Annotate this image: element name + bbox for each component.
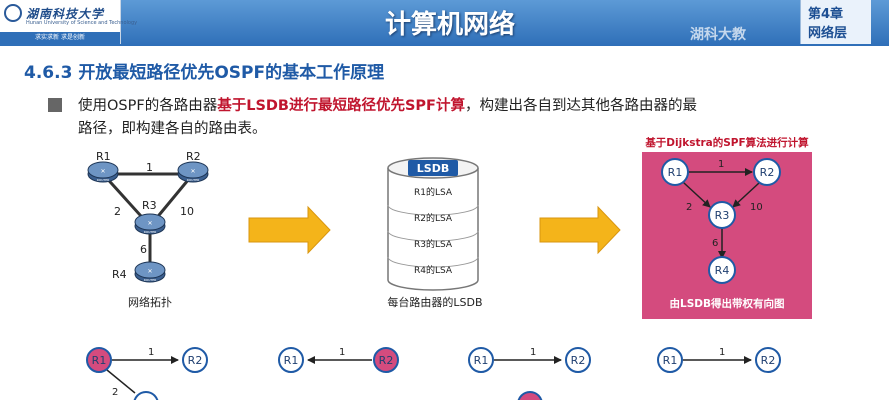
university-name-en: Hunan University of Science and Technolo… <box>26 20 138 26</box>
spf-r3-cost-right: 1 <box>530 347 536 358</box>
dij-node-r3 <box>708 201 736 229</box>
spf-r3-node-r2: R2 <box>571 354 586 367</box>
dij-node-label-r4: R4 <box>715 264 730 277</box>
router-label-r4: R4 <box>112 268 127 281</box>
bullet-text-post: ，构建出各自到达其他各路由器的最 <box>464 98 697 114</box>
router-r3-icon-text: ROUTER <box>144 230 156 234</box>
spf-r4-cost-right: 1 <box>719 347 725 358</box>
router-icon-glyph: ✕ <box>147 268 152 275</box>
spf-r4-node-r2: R2 <box>761 354 776 367</box>
spf-tree-r1: R1 R2 R3 1 2 <box>86 347 208 400</box>
lsdb-entry-r1: R1的LSA <box>414 186 453 198</box>
dij-node-label-r2: R2 <box>760 166 775 179</box>
router-r4-icon-text: ROUTER <box>144 278 156 282</box>
router-r1-icon-text: ROUTER <box>97 178 109 182</box>
link-cost-r3-r4: 6 <box>140 243 147 256</box>
lsdb-entry-r3: R3的LSA <box>414 238 453 250</box>
dij-cost-r1-r2: 1 <box>718 159 724 170</box>
lsdb-title: LSDB <box>417 162 449 175</box>
dij-node-label-r1: R1 <box>668 166 683 179</box>
chapter-box <box>800 0 871 44</box>
spf-tree-r4: R1 R2 1 <box>657 347 781 373</box>
dij-edge-r2-r3 <box>732 175 767 208</box>
dij-node-r4 <box>708 256 736 284</box>
bullet-text-pre: 使用OSPF的各路由器 <box>78 98 218 114</box>
link-cost-r1-r2: 1 <box>146 161 153 174</box>
dij-node-r1 <box>661 158 689 186</box>
dijkstra-caption: 由LSDB得出带权有向图 <box>669 298 785 310</box>
bullet-text-line-1: 使用OSPF的各路由器基于LSDB进行最短路径优先SPF计算，构建出各自到达其他… <box>78 94 697 115</box>
router-label-r2: R2 <box>186 150 201 163</box>
section-title: 4.6.3 开放最短路径优先OSPF的基本工作原理 <box>24 63 385 83</box>
spf-r2-node-r1: R1 <box>284 354 299 367</box>
university-name: 湖南科技大学 <box>26 7 105 21</box>
link-cost-r2-r3: 10 <box>180 205 194 218</box>
router-icon-glyph: ✕ <box>190 168 195 175</box>
spf-r3-node-r1: R1 <box>474 354 489 367</box>
spf-r4-node-r1: R1 <box>663 354 678 367</box>
router-icon-glyph: ✕ <box>147 220 152 227</box>
spf-r1-cost-down: 2 <box>112 387 118 398</box>
header-bar <box>0 0 889 46</box>
dij-node-r2 <box>753 158 781 186</box>
university-motto: 求实求新 求是创新 <box>0 32 120 44</box>
dij-node-label-r3: R3 <box>715 209 730 222</box>
lsdb-database: LSDB R1的LSA R2的LSA R3的LSA R4的LSA <box>387 157 479 291</box>
course-title: 计算机网络 <box>384 10 515 40</box>
router-label-r3: R3 <box>142 199 157 212</box>
watermark: 湖科大教 <box>690 27 746 43</box>
lsdb-caption: 每台路由器的LSDB <box>387 296 483 309</box>
spf-r1-cost-right: 1 <box>148 347 154 358</box>
university-emblem-icon <box>4 4 22 22</box>
router-r4: ✕ ROUTER <box>134 261 166 283</box>
bullet-square-icon <box>48 98 62 112</box>
link-cost-r1-r3: 2 <box>114 205 121 218</box>
spf-r2-root: R2 <box>379 354 394 367</box>
spf-r3-root: R3 <box>523 398 538 400</box>
dijkstra-label: 基于Dijkstra的SPF算法进行计算 <box>645 137 809 149</box>
router-r1: ✕ ROUTER <box>87 161 119 183</box>
spf-tree-r3: R1 R2 R3 1 <box>468 347 591 400</box>
lsdb-entry-r2: R2的LSA <box>414 212 453 224</box>
chapter-name: 网络层 <box>808 26 848 41</box>
arrow-right-icon <box>248 205 331 255</box>
bullet-text-line-2: 路径，即构建各自的路由表。 <box>78 121 267 137</box>
bullet-text-highlight: 基于LSDB进行最短路径优先SPF计算 <box>217 98 465 114</box>
router-r3: ✕ ROUTER <box>134 213 166 235</box>
lsdb-title-badge <box>408 160 458 176</box>
router-label-r1: R1 <box>96 150 111 163</box>
spf-tree-r2: R1 R2 1 <box>278 347 399 373</box>
spf-r1-node-r2: R2 <box>188 354 203 367</box>
dij-cost-r2-r3: 10 <box>750 202 763 213</box>
router-icon-glyph: ✕ <box>100 168 105 175</box>
lsdb-entry-r4: R4的LSA <box>414 264 453 276</box>
spf-r2-cost-right: 1 <box>339 347 345 358</box>
chapter-number: 第4章 <box>808 7 844 22</box>
arrow-right-icon <box>539 205 621 255</box>
topology-caption: 网络拓扑 <box>128 296 172 309</box>
dij-cost-r1-r3: 2 <box>686 202 692 213</box>
dijkstra-graph: R1 R2 R3 R4 1 2 10 6 <box>661 158 781 284</box>
dij-edge-r1-r3 <box>676 175 711 208</box>
spf-r1-root: R1 <box>92 354 107 367</box>
spf-r1-node-r3: R3 <box>139 398 154 400</box>
dij-cost-r3-r4: 6 <box>712 238 718 249</box>
router-r2: ✕ ROUTER <box>177 161 209 183</box>
router-r2-icon-text: ROUTER <box>187 178 199 182</box>
